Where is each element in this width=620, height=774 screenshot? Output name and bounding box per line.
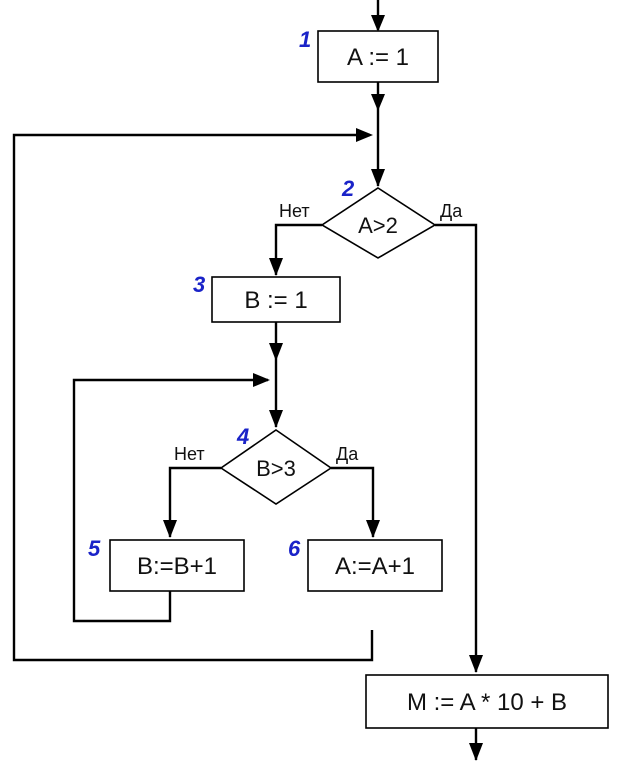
line-2-yes-to-m bbox=[435, 223, 478, 672]
connectors bbox=[12, 0, 478, 760]
line-4-yes-to-6 bbox=[331, 466, 375, 537]
block-1-number: 1 bbox=[299, 27, 311, 52]
block-3-box bbox=[211, 276, 341, 323]
arrowhead-1-to-2 bbox=[371, 94, 385, 111]
block-6-box bbox=[307, 539, 443, 592]
block-2-yes-label: Да bbox=[440, 201, 463, 221]
arrowhead-into-3 bbox=[269, 258, 283, 276]
line-2-no-to-3 bbox=[274, 223, 322, 275]
block-5: B:=B+1 5 bbox=[88, 536, 245, 592]
outer-loop-line bbox=[12, 133, 374, 662]
arrowhead-into-4 bbox=[269, 410, 283, 428]
block-2-diamond bbox=[320, 187, 437, 259]
arrowhead-outer-loop bbox=[356, 128, 373, 142]
inner-loop-line bbox=[72, 378, 268, 623]
block-2-text: A>2 bbox=[358, 213, 398, 238]
block-5-box bbox=[109, 539, 245, 592]
block-4-yes-label: Да bbox=[336, 444, 359, 464]
line-4-no-to-5 bbox=[168, 466, 221, 537]
block-m-box bbox=[365, 674, 609, 729]
arrowhead-into-5 bbox=[163, 520, 177, 538]
block-6: A:=A+1 6 bbox=[288, 536, 443, 592]
arrowhead-entry bbox=[371, 15, 385, 32]
block-3: B := 1 3 bbox=[193, 272, 341, 323]
block-m-text: M := A * 10 + B bbox=[407, 689, 567, 716]
block-4-no-label: Нет bbox=[174, 444, 205, 464]
block-1-text: A := 1 bbox=[347, 44, 409, 71]
arrowheads bbox=[163, 15, 483, 761]
arrowhead-3-down bbox=[269, 343, 283, 361]
arrowhead-into-2 bbox=[371, 169, 385, 187]
block-4-text: B>3 bbox=[256, 456, 296, 481]
block-6-number: 6 bbox=[288, 536, 301, 561]
block-3-number: 3 bbox=[193, 272, 205, 297]
block-4-diamond bbox=[219, 429, 333, 505]
block-2: A>2 2 Нет Да bbox=[279, 176, 463, 259]
arrowhead-into-6 bbox=[366, 520, 380, 538]
block-2-no-label: Нет bbox=[279, 201, 310, 221]
block-2-number: 2 bbox=[341, 176, 355, 201]
arrowhead-exit bbox=[469, 743, 483, 761]
block-5-number: 5 bbox=[88, 536, 101, 561]
block-m: M := A * 10 + B bbox=[365, 674, 609, 729]
block-3-text: B := 1 bbox=[244, 287, 307, 314]
block-1-box bbox=[317, 30, 439, 83]
arrowhead-inner-loop bbox=[253, 373, 270, 387]
block-4-number: 4 bbox=[236, 424, 249, 449]
block-5-text: B:=B+1 bbox=[137, 553, 217, 580]
block-6-text: A:=A+1 bbox=[335, 553, 415, 580]
arrowhead-into-m bbox=[469, 655, 483, 673]
block-4: B>3 4 Нет Да bbox=[174, 424, 359, 505]
block-1: A := 1 1 bbox=[299, 27, 439, 83]
